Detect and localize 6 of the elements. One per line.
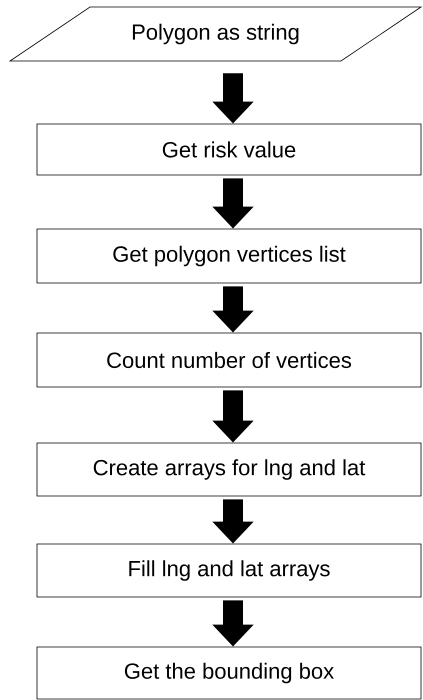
process-box: Count number of vertices <box>36 332 422 388</box>
process-box: Get risk value <box>36 124 422 176</box>
process-box: Create arrays for lng and lat <box>36 442 422 496</box>
process-box: Get the bounding box <box>36 646 422 700</box>
process-box: Fill lng and lat arrays <box>36 544 422 598</box>
process-box: Get polygon vertices list <box>36 228 422 284</box>
